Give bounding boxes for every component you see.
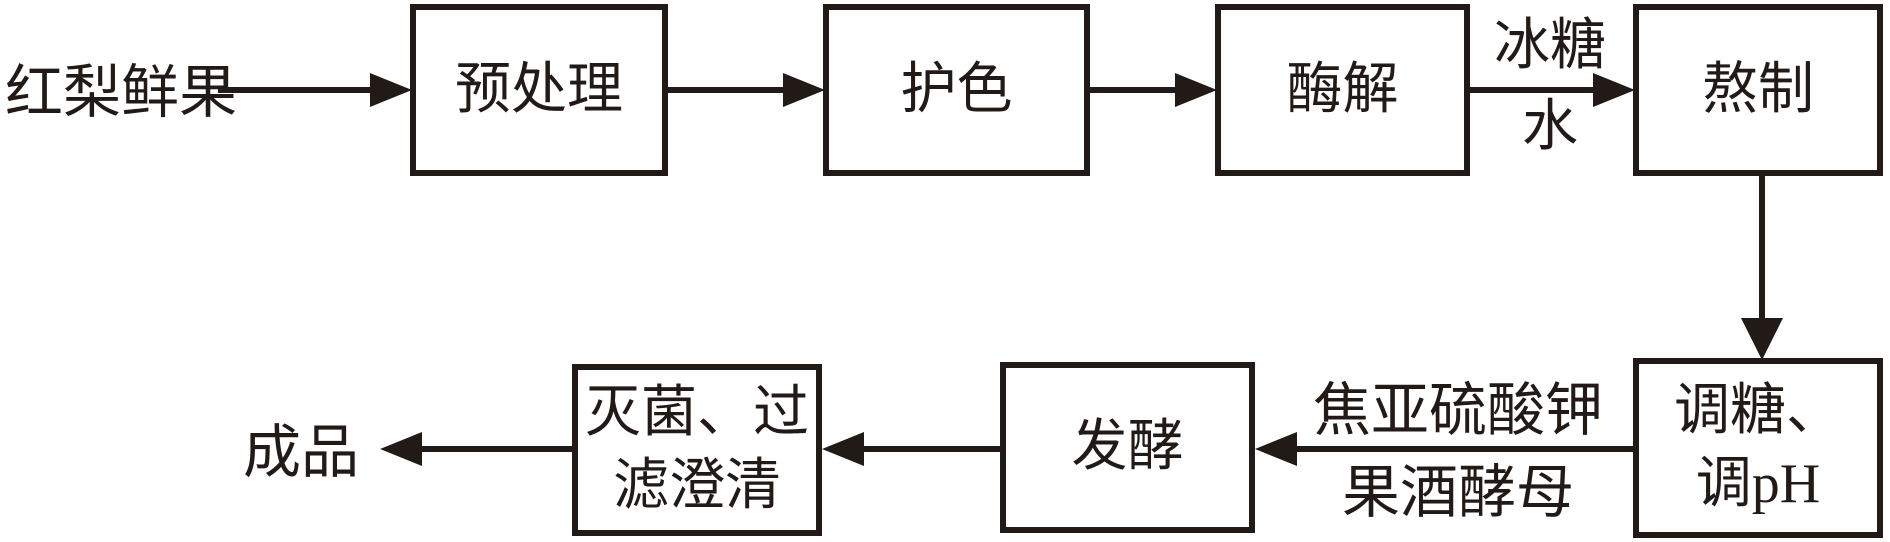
source-label: 红梨鲜果 xyxy=(4,60,237,125)
arrow-line xyxy=(1090,87,1175,93)
node-fermentation: 发酵 xyxy=(1000,362,1255,533)
node-label-line2: 滤澄清 xyxy=(613,455,781,517)
node-color-protection: 护色 xyxy=(823,4,1090,176)
arrowhead-right-icon xyxy=(1175,73,1217,107)
arrowhead-left-icon xyxy=(1255,432,1297,466)
node-label-line1: 调糖、 xyxy=(1674,380,1842,443)
arrowhead-right-icon xyxy=(1593,73,1635,107)
arrowhead-right-icon xyxy=(370,73,412,107)
arrowhead-right-icon xyxy=(783,73,825,107)
node-label: 发酵 xyxy=(1071,416,1184,479)
node-enzymolysis: 酶解 xyxy=(1215,4,1470,176)
product-label: 成品 xyxy=(242,420,359,485)
arrow-line xyxy=(422,446,572,452)
edge-label-rock-sugar-line2: 水 xyxy=(1522,96,1578,158)
edge-label-additives-line2: 果酒酵母 xyxy=(1341,460,1574,525)
arrow-line xyxy=(864,446,1000,452)
arrow-line xyxy=(1297,446,1633,452)
arrow-line xyxy=(1759,176,1765,318)
node-label: 酶解 xyxy=(1286,58,1399,121)
node-pretreatment: 预处理 xyxy=(410,4,668,176)
node-label: 护色 xyxy=(900,58,1013,121)
node-label-line1: 灭菌、过 xyxy=(585,382,809,445)
arrow-line xyxy=(1470,87,1593,93)
edge-label-rock-sugar-line1: 冰糖 xyxy=(1494,15,1606,77)
node-label: 熬制 xyxy=(1702,58,1814,121)
node-label-line2: 调pH xyxy=(1695,453,1821,515)
arrow-line xyxy=(218,87,370,93)
node-label: 预处理 xyxy=(455,58,623,121)
node-adjust-sugar-ph: 调糖、 调pH xyxy=(1633,358,1883,538)
arrowhead-left-icon xyxy=(822,432,864,466)
arrowhead-down-icon xyxy=(1741,318,1783,360)
node-boiling: 熬制 xyxy=(1633,4,1883,176)
arrow-line xyxy=(668,87,783,93)
edge-label-additives-line1: 焦亚硫酸钾 xyxy=(1312,378,1603,443)
arrowhead-left-icon xyxy=(380,432,422,466)
node-sterilize-filter: 灭菌、过 滤澄清 xyxy=(572,364,822,536)
